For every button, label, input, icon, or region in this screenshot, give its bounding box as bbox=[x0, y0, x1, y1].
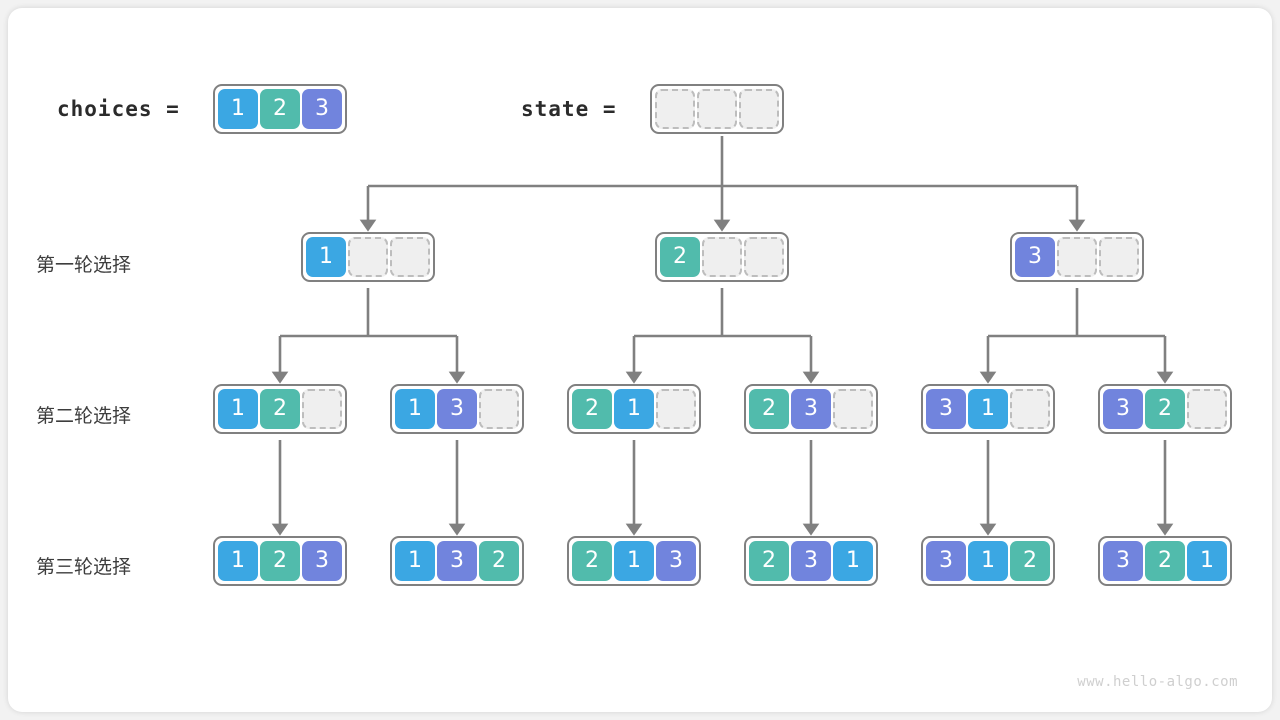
state-array-node: 2 bbox=[655, 232, 789, 282]
row-label-round-2: 第二轮选择 bbox=[36, 405, 132, 427]
array-cell-filled: 1 bbox=[614, 389, 654, 429]
state-array bbox=[650, 84, 784, 134]
array-cell-filled: 3 bbox=[302, 541, 342, 581]
array-cell-filled: 1 bbox=[218, 89, 258, 129]
array-cell-empty bbox=[656, 389, 696, 429]
array-cell-empty bbox=[348, 237, 388, 277]
array-cell-filled: 3 bbox=[1103, 541, 1143, 581]
array-cell-filled: 2 bbox=[1145, 541, 1185, 581]
array-cell-empty bbox=[302, 389, 342, 429]
state-label: state = bbox=[521, 97, 617, 121]
array-cell-filled: 1 bbox=[395, 541, 435, 581]
array-cell-filled: 1 bbox=[218, 541, 258, 581]
array-cell-filled: 2 bbox=[1145, 389, 1185, 429]
array-cell-filled: 3 bbox=[302, 89, 342, 129]
array-cell-empty bbox=[1010, 389, 1050, 429]
state-array-node: 3 bbox=[1010, 232, 1144, 282]
array-cell-filled: 2 bbox=[749, 541, 789, 581]
array-cell-filled: 1 bbox=[218, 389, 258, 429]
state-array-node: 1 bbox=[301, 232, 435, 282]
array-cell-empty bbox=[655, 89, 695, 129]
array-cell-empty bbox=[739, 89, 779, 129]
array-cell-filled: 3 bbox=[437, 541, 477, 581]
array-cell-filled: 3 bbox=[791, 541, 831, 581]
array-cell-filled: 2 bbox=[749, 389, 789, 429]
array-cell-filled: 1 bbox=[395, 389, 435, 429]
array-cell-filled: 2 bbox=[260, 389, 300, 429]
array-cell-empty bbox=[833, 389, 873, 429]
array-cell-filled: 2 bbox=[572, 541, 612, 581]
array-cell-filled: 1 bbox=[968, 541, 1008, 581]
array-cell-filled: 2 bbox=[260, 89, 300, 129]
array-cell-filled: 3 bbox=[926, 541, 966, 581]
array-cell-filled: 3 bbox=[1103, 389, 1143, 429]
choices-label: choices = bbox=[57, 97, 180, 121]
array-cell-filled: 2 bbox=[479, 541, 519, 581]
array-cell-filled: 2 bbox=[572, 389, 612, 429]
array-cell-filled: 1 bbox=[614, 541, 654, 581]
array-cell-filled: 3 bbox=[791, 389, 831, 429]
array-cell-filled: 2 bbox=[660, 237, 700, 277]
array-cell-filled: 1 bbox=[1187, 541, 1227, 581]
watermark: www.hello-algo.com bbox=[1077, 674, 1238, 690]
row-label-round-3: 第三轮选择 bbox=[36, 556, 132, 578]
array-cell-filled: 1 bbox=[306, 237, 346, 277]
array-cell-filled: 1 bbox=[968, 389, 1008, 429]
array-cell-filled: 3 bbox=[926, 389, 966, 429]
array-cell-empty bbox=[390, 237, 430, 277]
array-cell-filled: 1 bbox=[833, 541, 873, 581]
array-cell-filled: 3 bbox=[656, 541, 696, 581]
array-cell-empty bbox=[697, 89, 737, 129]
array-cell-empty bbox=[1057, 237, 1097, 277]
array-cell-empty bbox=[702, 237, 742, 277]
array-cell-filled: 2 bbox=[260, 541, 300, 581]
array-cell-empty bbox=[479, 389, 519, 429]
array-cell-filled: 2 bbox=[1010, 541, 1050, 581]
array-cell-empty bbox=[1099, 237, 1139, 277]
row-label-round-1: 第一轮选择 bbox=[36, 254, 132, 276]
array-cell-filled: 3 bbox=[1015, 237, 1055, 277]
array-cell-empty bbox=[1187, 389, 1227, 429]
array-cell-filled: 3 bbox=[437, 389, 477, 429]
array-cell-empty bbox=[744, 237, 784, 277]
